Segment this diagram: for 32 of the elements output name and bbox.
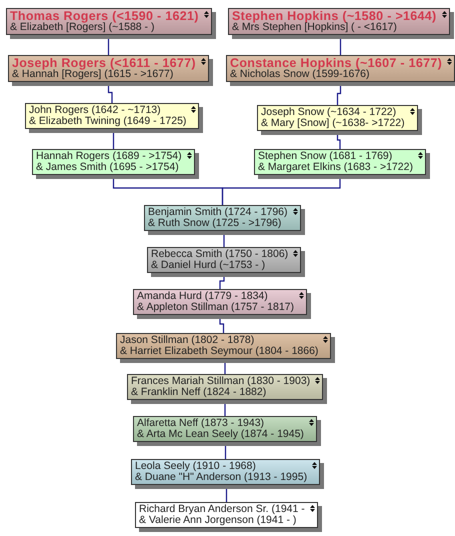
spouse-name: & Franklin Neff (1824 - 1882) (131, 387, 266, 398)
person-name: Hannah Rogers (1689 - >1754) (36, 151, 182, 162)
person-name: Joseph Rogers (<1611 - 1677) (12, 57, 196, 69)
spouse-name: & Valerie Ann Jorgenson (1941 - ) (139, 515, 296, 526)
person-name: Stephen Hopkins (~1580 - >1644) (232, 10, 437, 22)
spouse-name: & Arta Mc Lean Seely (1874 - 1945) (137, 429, 304, 440)
person-name: Leola Seely (1910 - 1968) (135, 461, 257, 472)
spouse-name: & Elizabeth [Rogers] (~1588 - ) (10, 22, 156, 33)
spouse-name: & Harriet Elizabeth Seymour (1804 - 1866) (120, 346, 318, 357)
person-name: Rebecca Smith (1750 - 1806) (151, 249, 288, 260)
person-name: Alfaretta Neff (1873 - 1943) (137, 418, 266, 429)
spouse-name: & Elizabeth Twining (1649 - 1725) (29, 116, 186, 127)
person-name: Thomas Rogers (<1590 - 1621) (10, 10, 199, 22)
person-name: Joseph Snow (~1634 - 1722) (261, 107, 398, 118)
person-name: Stephen Snow (1681 - 1769) (258, 151, 394, 162)
spouse-name: & Ruth Snow (1725 - >1796) (148, 218, 282, 229)
person-name: John Rogers (1642 - ~1713) (29, 105, 162, 116)
person-name: Constance Hopkins (~1607 - 1677) (230, 57, 442, 69)
spouse-name: & James Smith (1695 - >1754) (36, 162, 179, 173)
spouse-name: & Mary [Snow] (~1638- >1722) (261, 118, 405, 129)
person-name: Amanda Hurd (1779 - 1834) (137, 291, 269, 302)
person-name: Benjamin Smith (1724 - 1796) (148, 207, 288, 218)
spouse-name: & Hannah [Rogers] (1615 - >1677) (12, 69, 174, 80)
spouse-name: & Duane "H" Anderson (1913 - 1995) (135, 472, 308, 483)
person-name: Richard Bryan Anderson Sr. (1941 - (139, 504, 305, 515)
spouse-name: & Mrs Stephen [Hopkins] ( - <1617) (232, 22, 397, 33)
spouse-name: & Appleton Stillman (1757 - 1817) (137, 302, 294, 313)
spouse-name: & Daniel Hurd (~1753 - ) (151, 260, 266, 271)
spouse-name: & Margaret Elkins (1683 - >1722) (258, 162, 413, 173)
spouse-name: & Nicholas Snow (1599-1676) (230, 69, 370, 80)
person-name: Jason Stillman (1802 - 1878) (120, 335, 256, 346)
person-name: Frances Mariah Stillman (1830 - 1903) (131, 376, 310, 387)
